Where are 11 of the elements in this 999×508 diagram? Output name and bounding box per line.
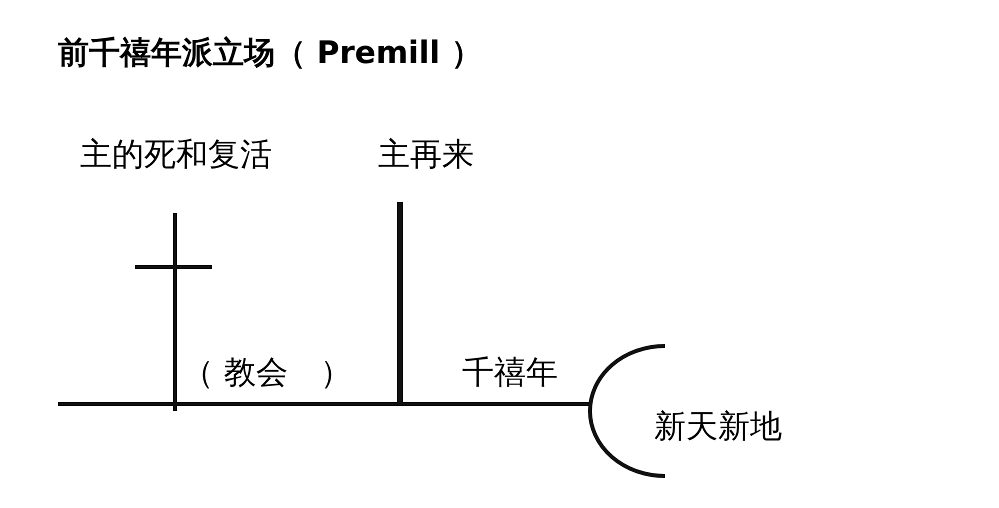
timeline-label: 千禧年 — [462, 356, 558, 388]
timeline-segment — [403, 402, 590, 406]
timeline-segment — [58, 402, 135, 406]
timeline-segment — [212, 402, 397, 406]
timeline-label: 主再来 — [378, 138, 474, 170]
vertical-marker — [397, 202, 403, 406]
cross-drawing — [135, 213, 212, 411]
timeline-label: 主的死和复活 — [80, 138, 272, 170]
timeline-label: （ 教会 ） — [182, 356, 352, 388]
title: 前千禧年派立场（ Premill ） — [58, 34, 482, 73]
node-text: 新天新地 — [654, 410, 782, 442]
